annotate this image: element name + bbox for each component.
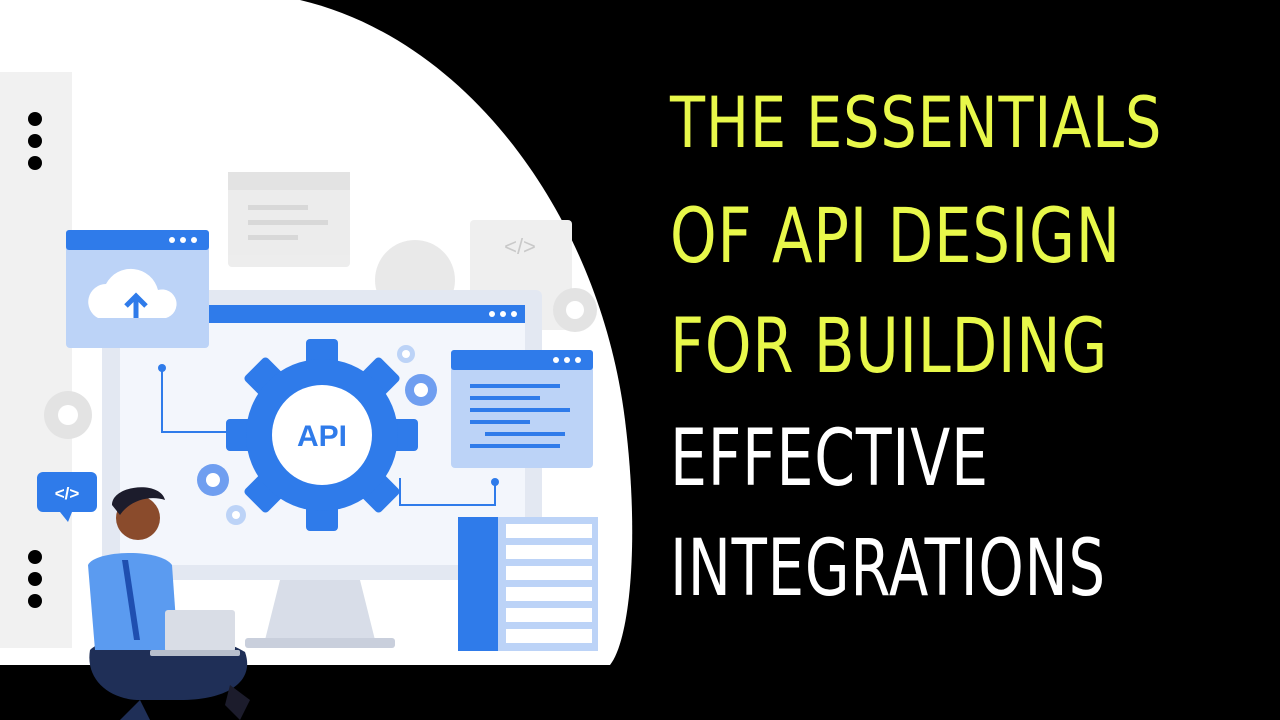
small-gear-icon	[397, 345, 415, 363]
code-bubble-label: </>	[55, 484, 80, 503]
api-illustration: API	[0, 0, 633, 720]
headline-line-5: INTEGRATIONS	[670, 524, 1106, 614]
code-bubble	[37, 472, 97, 522]
cloud-window	[66, 230, 209, 348]
api-gear-icon	[226, 339, 418, 531]
headline-line-4: EFFECTIVE	[670, 414, 989, 504]
headline-line-3: FOR BUILDING	[670, 301, 1109, 390]
code-tag-top: </>	[504, 234, 536, 259]
cloud-upload-icon	[88, 268, 177, 318]
api-gear-label: API	[297, 420, 347, 453]
faded-window-top	[228, 172, 350, 267]
more-options-icon	[28, 112, 44, 178]
small-gear-icon	[197, 464, 229, 496]
code-window	[451, 350, 593, 468]
small-gear-icon	[405, 374, 437, 406]
headline-line-1: THE ESSENTIALS	[670, 82, 1163, 164]
server-rack	[458, 517, 598, 651]
small-gear-icon	[226, 505, 246, 525]
headline-line-2: OF API DESIGN	[670, 191, 1121, 280]
more-options-icon	[28, 550, 44, 616]
person-with-laptop	[88, 487, 250, 720]
